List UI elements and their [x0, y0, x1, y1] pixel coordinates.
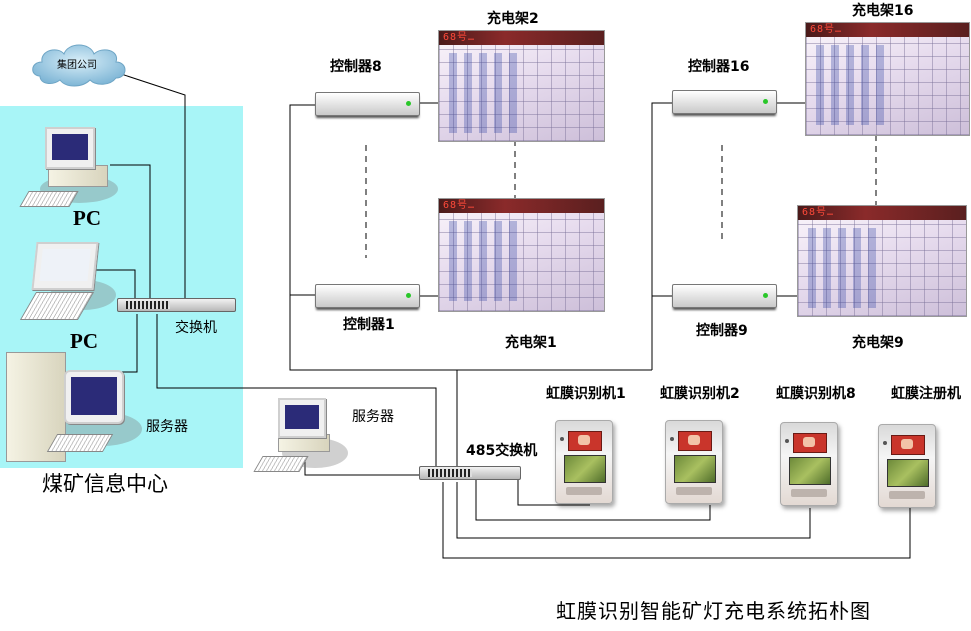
controller-16-label: 控制器16: [688, 59, 750, 75]
controller-9-label: 控制器9: [696, 323, 748, 339]
iris-register-device: [878, 424, 936, 508]
rack-16-label: 充电架16: [852, 3, 914, 19]
server-icon: [2, 352, 142, 464]
server-label: 服务器: [146, 419, 188, 435]
pc-1-label: PC: [73, 206, 101, 230]
main-switch-label: 交换机: [175, 320, 217, 336]
rack-2-label: 充电架2: [487, 11, 539, 27]
iris-device-8: [780, 422, 838, 506]
server-2-icon: [248, 398, 348, 488]
server-2-label: 服务器: [352, 409, 394, 425]
rack-9-image: 68号…: [797, 205, 967, 317]
rack-1-label: 充电架1: [505, 335, 557, 351]
controller-8: [315, 92, 420, 116]
controller-1-label: 控制器1: [343, 317, 395, 333]
iris-device-2-label: 虹膜识别机2: [660, 386, 740, 402]
switch-485: [419, 466, 521, 480]
controller-16: [672, 90, 777, 114]
laptop-icon: [10, 240, 116, 330]
rack-16-led-display: 68号…: [806, 23, 969, 37]
rack-9-label: 充电架9: [852, 335, 904, 351]
controller-1: [315, 284, 420, 308]
switch-485-label: 485交换机: [466, 443, 538, 459]
main-switch: [117, 298, 236, 312]
rack-1-led-display: 68号…: [439, 199, 604, 213]
rack-2-image: 68号…: [438, 30, 605, 142]
iris-register-label: 虹膜注册机: [891, 386, 961, 402]
iris-device-1-label: 虹膜识别机1: [546, 386, 626, 402]
cloud-icon: [32, 44, 126, 87]
controller-9: [672, 284, 777, 308]
info-center-title: 煤矿信息中心: [42, 472, 168, 496]
iris-device-2: [665, 420, 723, 504]
rack-2-led-display: 68号…: [439, 31, 604, 45]
iris-device-8-label: 虹膜识别机8: [776, 386, 856, 402]
pc-2-label: PC: [70, 329, 98, 353]
iris-device-1: [555, 420, 613, 504]
pc-1-icon: [10, 125, 120, 220]
cloud-label: 集团公司: [57, 60, 97, 71]
rack-9-led-display: 68号…: [798, 206, 966, 220]
rack-1-image: 68号…: [438, 198, 605, 312]
rack-16-image: 68号…: [805, 22, 970, 136]
diagram-title: 虹膜识别智能矿灯充电系统拓朴图: [556, 599, 871, 623]
controller-8-label: 控制器8: [330, 59, 382, 75]
